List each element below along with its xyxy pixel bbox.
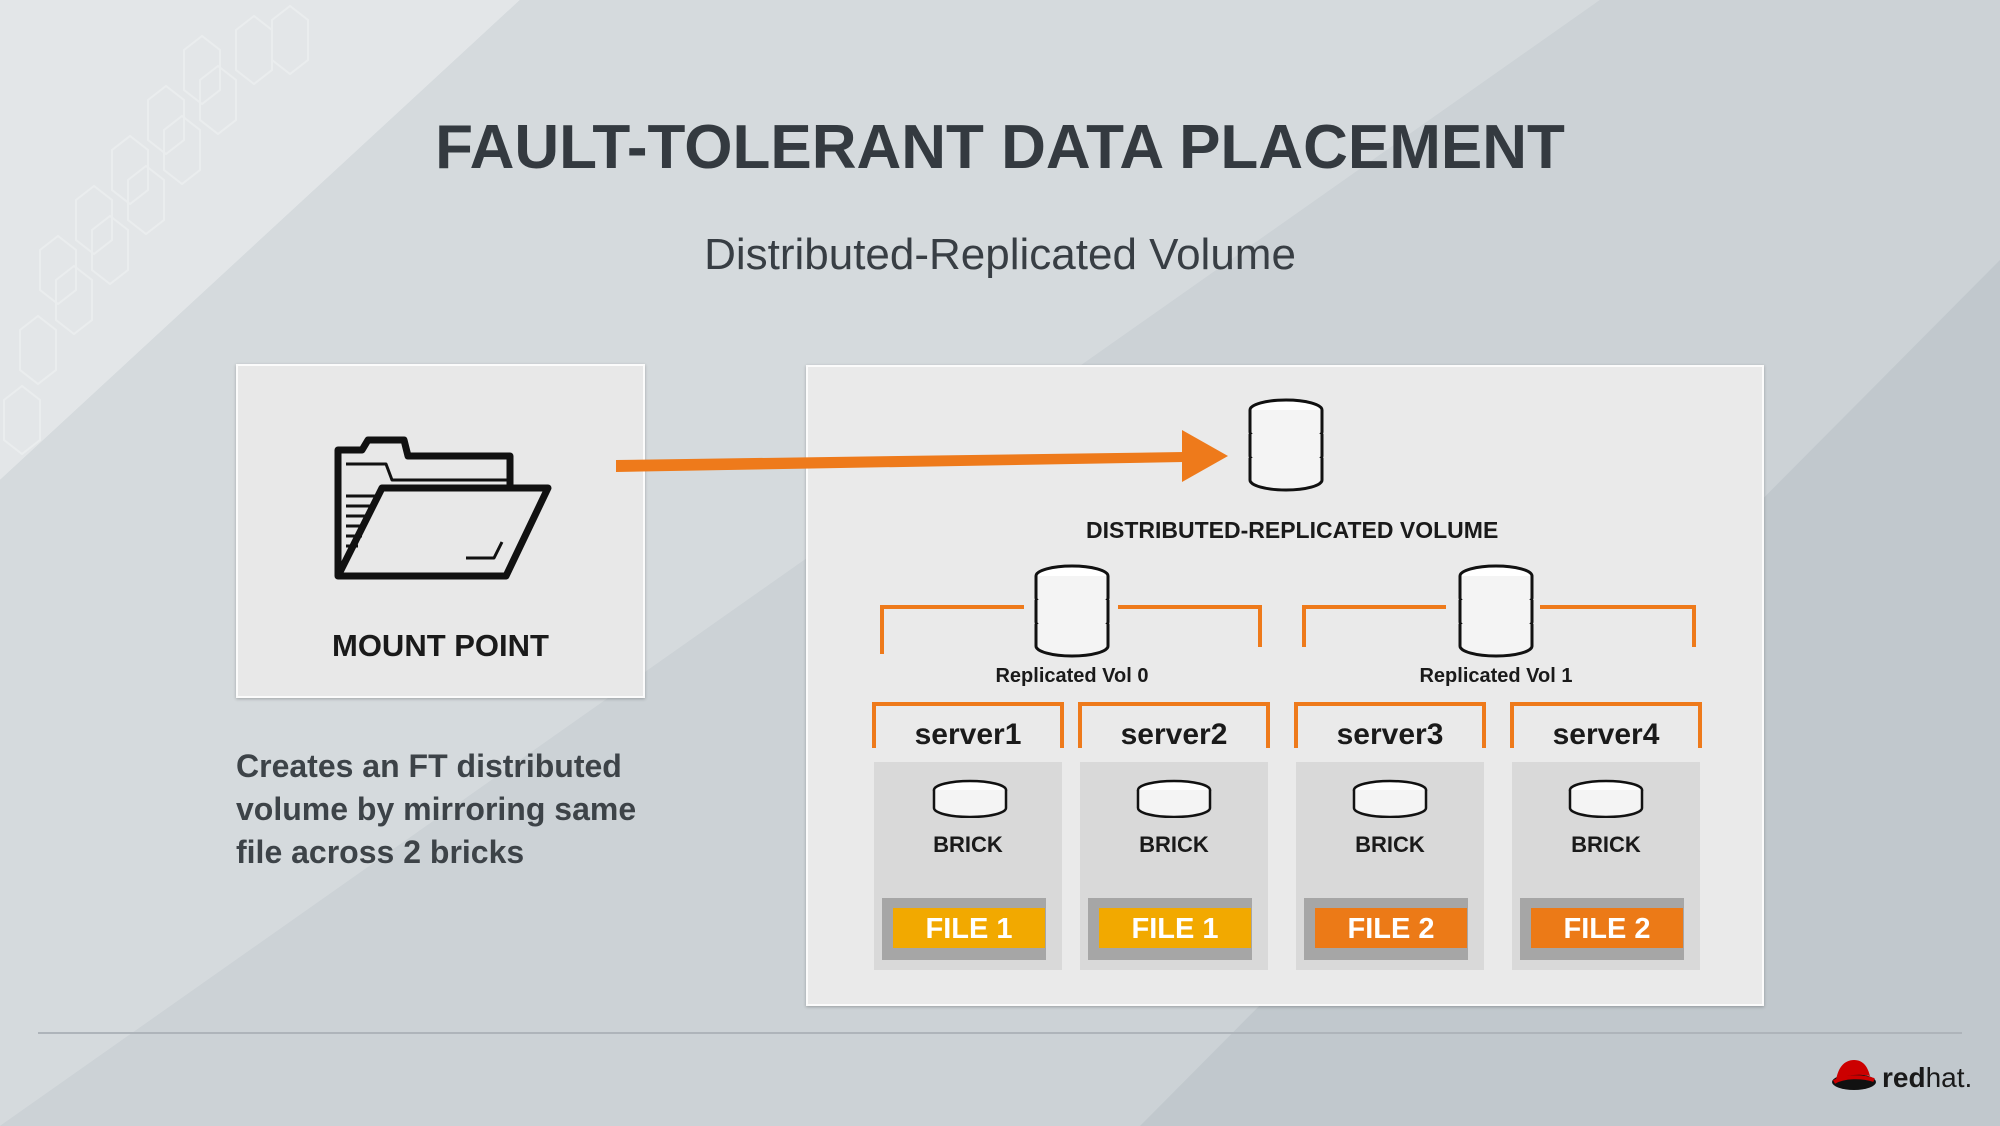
description-line: Creates an FT distributed: [236, 748, 622, 784]
file-2-block: FILE 2: [1315, 908, 1467, 948]
redhat-logo-text: redhat.: [1882, 1062, 1972, 1094]
mount-point-label: MOUNT POINT: [332, 628, 549, 663]
distributed-volume-label: DISTRIBUTED-REPLICATED VOLUME: [1086, 517, 1499, 543]
logo-text-bold: red: [1882, 1062, 1926, 1093]
server-4-name: server4: [1552, 718, 1660, 751]
server-1-card: BRICK FILE 1: [874, 762, 1062, 970]
server-2-name: server2: [1120, 718, 1228, 751]
file-slot: FILE 1: [1088, 898, 1252, 960]
file-2-block: FILE 2: [1531, 908, 1683, 948]
brick-disk-icon: [1352, 779, 1428, 818]
logo-text-light: hat.: [1925, 1062, 1973, 1093]
replicated-vol-1-label: Replicated Vol 1: [1419, 665, 1573, 687]
brick-disk-icon: [1568, 779, 1644, 818]
server-1-name: server1: [914, 718, 1022, 751]
description-text: Creates an FT distributed volume by mirr…: [236, 745, 676, 874]
footer-divider: [38, 1032, 1962, 1034]
brick-label: BRICK: [1139, 832, 1209, 857]
file-1-block: FILE 1: [1099, 908, 1251, 948]
server-3-card: BRICK FILE 2: [1296, 762, 1484, 970]
replicated-vol-0-label: Replicated Vol 0: [995, 665, 1149, 687]
description-line: file across 2 bricks: [236, 834, 525, 870]
brick-disk-icon: [1136, 779, 1212, 818]
file-slot: FILE 1: [882, 898, 1046, 960]
brick-disk-icon: [932, 779, 1008, 818]
file-1-block: FILE 1: [893, 908, 1045, 948]
server-2-card: BRICK FILE 1: [1080, 762, 1268, 970]
server-4-card: BRICK FILE 2: [1512, 762, 1700, 970]
server-3-name: server3: [1336, 718, 1444, 751]
brick-label: BRICK: [933, 832, 1003, 857]
folder-icon: [334, 436, 552, 580]
redhat-logo-icon: [1832, 1060, 1876, 1090]
description-line: volume by mirroring same: [236, 791, 637, 827]
page-subtitle: Distributed-Replicated Volume: [704, 230, 1296, 279]
file-slot: FILE 2: [1520, 898, 1684, 960]
brick-label: BRICK: [1571, 832, 1641, 857]
file-slot: FILE 2: [1304, 898, 1468, 960]
brick-label: BRICK: [1355, 832, 1425, 857]
mount-point-box: MOUNT POINT: [236, 364, 645, 698]
page-title: FAULT-TOLERANT DATA PLACEMENT: [435, 113, 1565, 182]
